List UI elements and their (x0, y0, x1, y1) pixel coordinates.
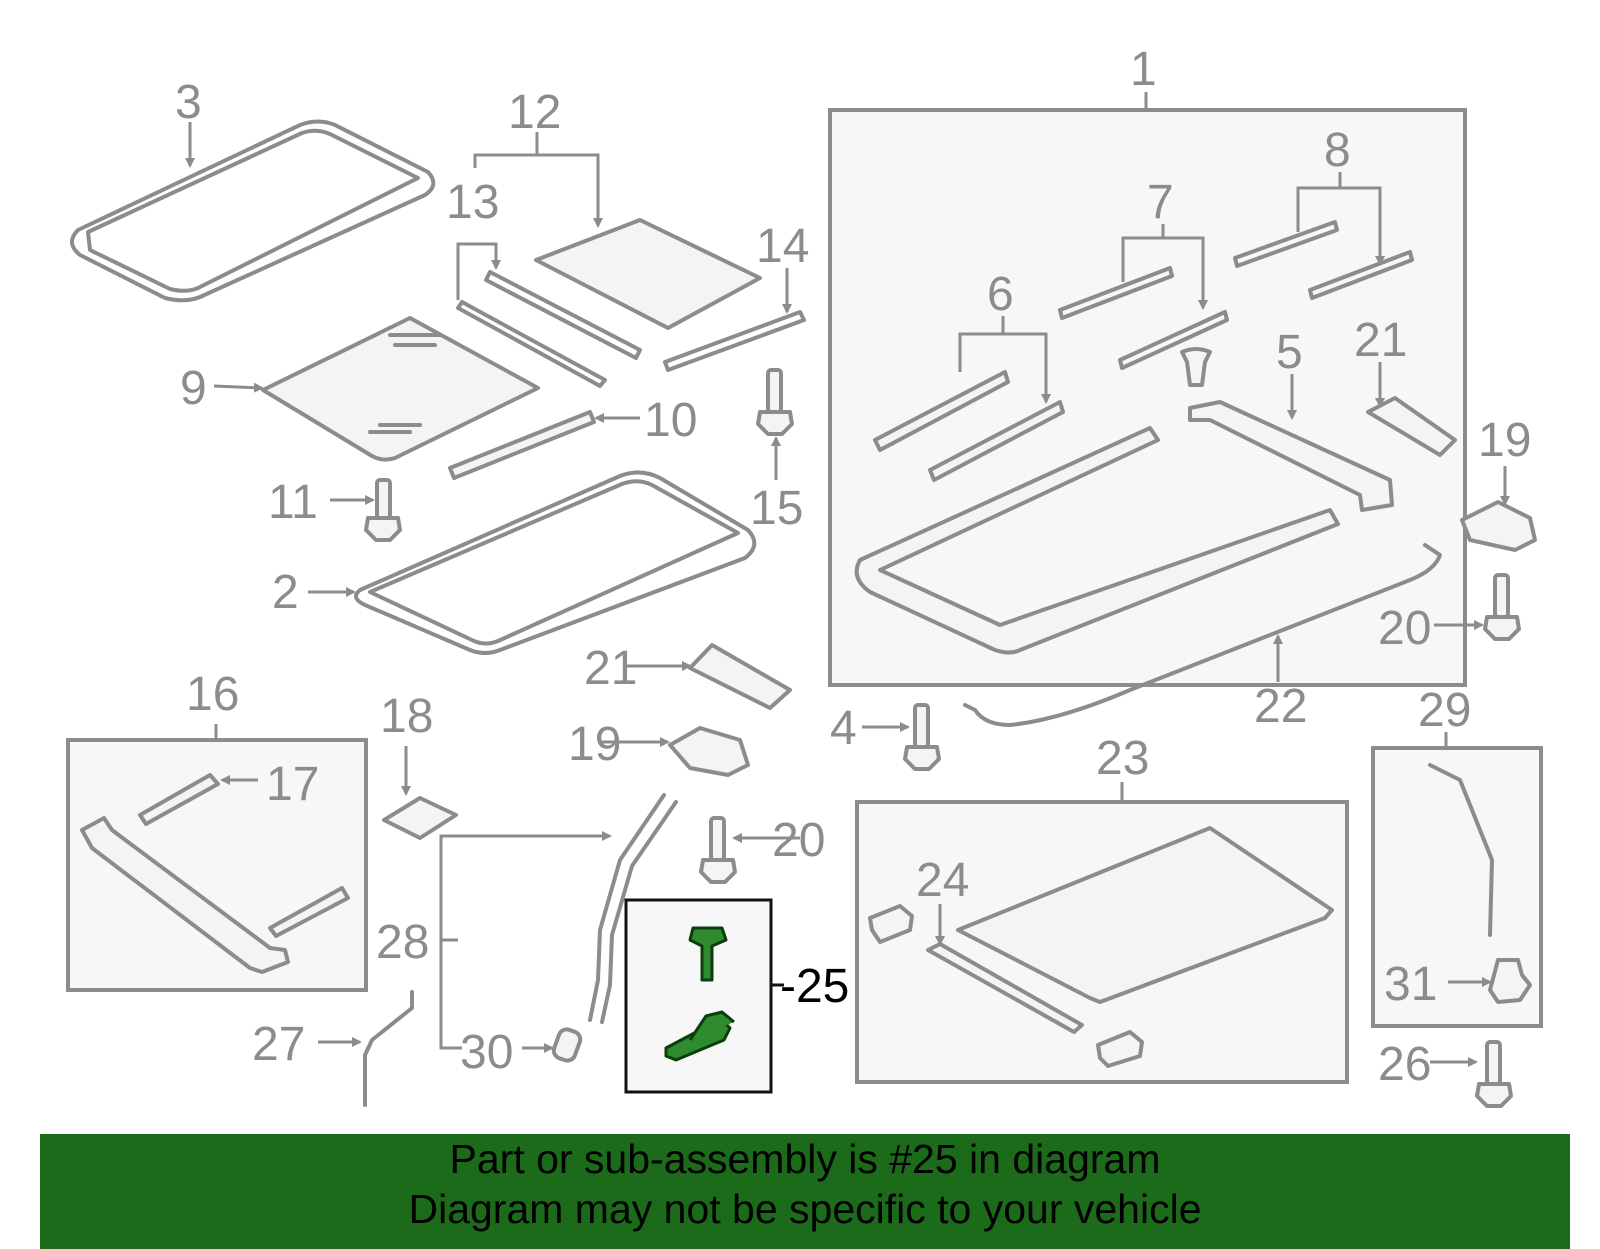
banner-line-2: Diagram may not be specific to your vehi… (408, 1186, 1202, 1232)
part-28-tube-edge (600, 800, 678, 1024)
label-14: 14 (756, 220, 809, 273)
label-25-highlight[interactable]: -25 (780, 960, 849, 1013)
label-21-upper: 21 (1354, 314, 1407, 367)
part-19-lower (668, 726, 750, 777)
part-25-clip-and-pin[interactable] (664, 926, 735, 1062)
part-22-cable (963, 543, 1442, 727)
label-9: 9 (180, 362, 207, 415)
part-27-hose (363, 990, 414, 1107)
part-23-end-b (1096, 1030, 1144, 1068)
part-13-strip-a (456, 300, 607, 388)
info-banner: Part or sub-assembly is #25 in diagram D… (40, 1134, 1570, 1249)
part-11-bolt (364, 478, 402, 542)
label-23: 23 (1096, 732, 1149, 785)
part-18-pad (382, 796, 458, 840)
label-20-upper: 20 (1378, 602, 1431, 655)
part-13-strip-b (484, 270, 642, 360)
part-7-rail-a (1058, 266, 1174, 320)
label-7: 7 (1147, 176, 1174, 229)
part-upper-clip (1180, 347, 1212, 387)
part-9-marks (368, 333, 442, 434)
part-5-bracket (1188, 400, 1394, 512)
part-3-glass (70, 119, 436, 303)
label-19-upper: 19 (1478, 414, 1531, 467)
part-19-upper (1460, 500, 1537, 552)
label-6: 6 (987, 268, 1014, 321)
label-26: 26 (1378, 1038, 1431, 1091)
label-28: 28 (376, 916, 429, 969)
label-27: 27 (252, 1018, 305, 1071)
part-4-bolt (903, 703, 941, 771)
part-12-panel (534, 218, 762, 330)
label-4: 4 (830, 702, 857, 755)
leader-lines (185, 92, 1510, 1067)
part-3-inner (86, 128, 420, 293)
part-28-tube (588, 793, 666, 1022)
part-2-inner (368, 479, 740, 646)
label-31: 31 (1384, 958, 1437, 1011)
part-17-arm-a (138, 773, 220, 826)
label-24: 24 (916, 854, 969, 907)
part-29-tube (1428, 763, 1494, 937)
part-24-bar (926, 942, 1084, 1034)
part-7-rail-b (1118, 310, 1229, 370)
part-16-deflector (80, 816, 290, 974)
banner-line-1: Part or sub-assembly is #25 in diagram (449, 1136, 1161, 1182)
label-8: 8 (1324, 124, 1351, 177)
label-1: 1 (1130, 43, 1157, 96)
label-15: 15 (750, 482, 803, 535)
part-21-upper (1366, 396, 1457, 457)
part-21-lower (688, 643, 792, 710)
part-30-connector (551, 1027, 583, 1063)
part-23-shade (956, 826, 1334, 1004)
label-20-lower: 20 (772, 814, 825, 867)
part-6-rail-a (873, 370, 1010, 452)
part-31-fitting (1488, 958, 1532, 1004)
label-12: 12 (508, 86, 561, 139)
label-11: 11 (268, 476, 318, 529)
part-14-strip (663, 310, 806, 372)
box-25-highlight[interactable] (624, 898, 773, 1094)
part-9-panel (261, 316, 540, 462)
label-22: 22 (1254, 680, 1307, 733)
part-17-arm-b (268, 886, 350, 938)
label-17: 17 (266, 758, 319, 811)
part-23-end-a (868, 904, 914, 944)
label-10: 10 (644, 394, 697, 447)
label-21-lower: 21 (584, 642, 637, 695)
label-13: 13 (446, 176, 499, 229)
label-16: 16 (186, 668, 239, 721)
label-30: 30 (460, 1026, 513, 1079)
label-2: 2 (272, 566, 299, 619)
part-20-upper-bolt (1483, 573, 1521, 641)
label-29: 29 (1418, 684, 1471, 737)
part-1-frame (854, 426, 1340, 655)
part-2-seal (354, 470, 757, 655)
part-6-rail-b (928, 400, 1065, 482)
label-5: 5 (1276, 326, 1303, 379)
part-26-bolt (1475, 1040, 1513, 1108)
label-18: 18 (380, 690, 433, 743)
part-20-lower-bolt (699, 816, 737, 884)
label-3: 3 (175, 76, 202, 129)
part-8-rail-a (1233, 220, 1339, 268)
label-19-lower: 19 (568, 718, 621, 771)
part-15-bolt (756, 368, 794, 436)
